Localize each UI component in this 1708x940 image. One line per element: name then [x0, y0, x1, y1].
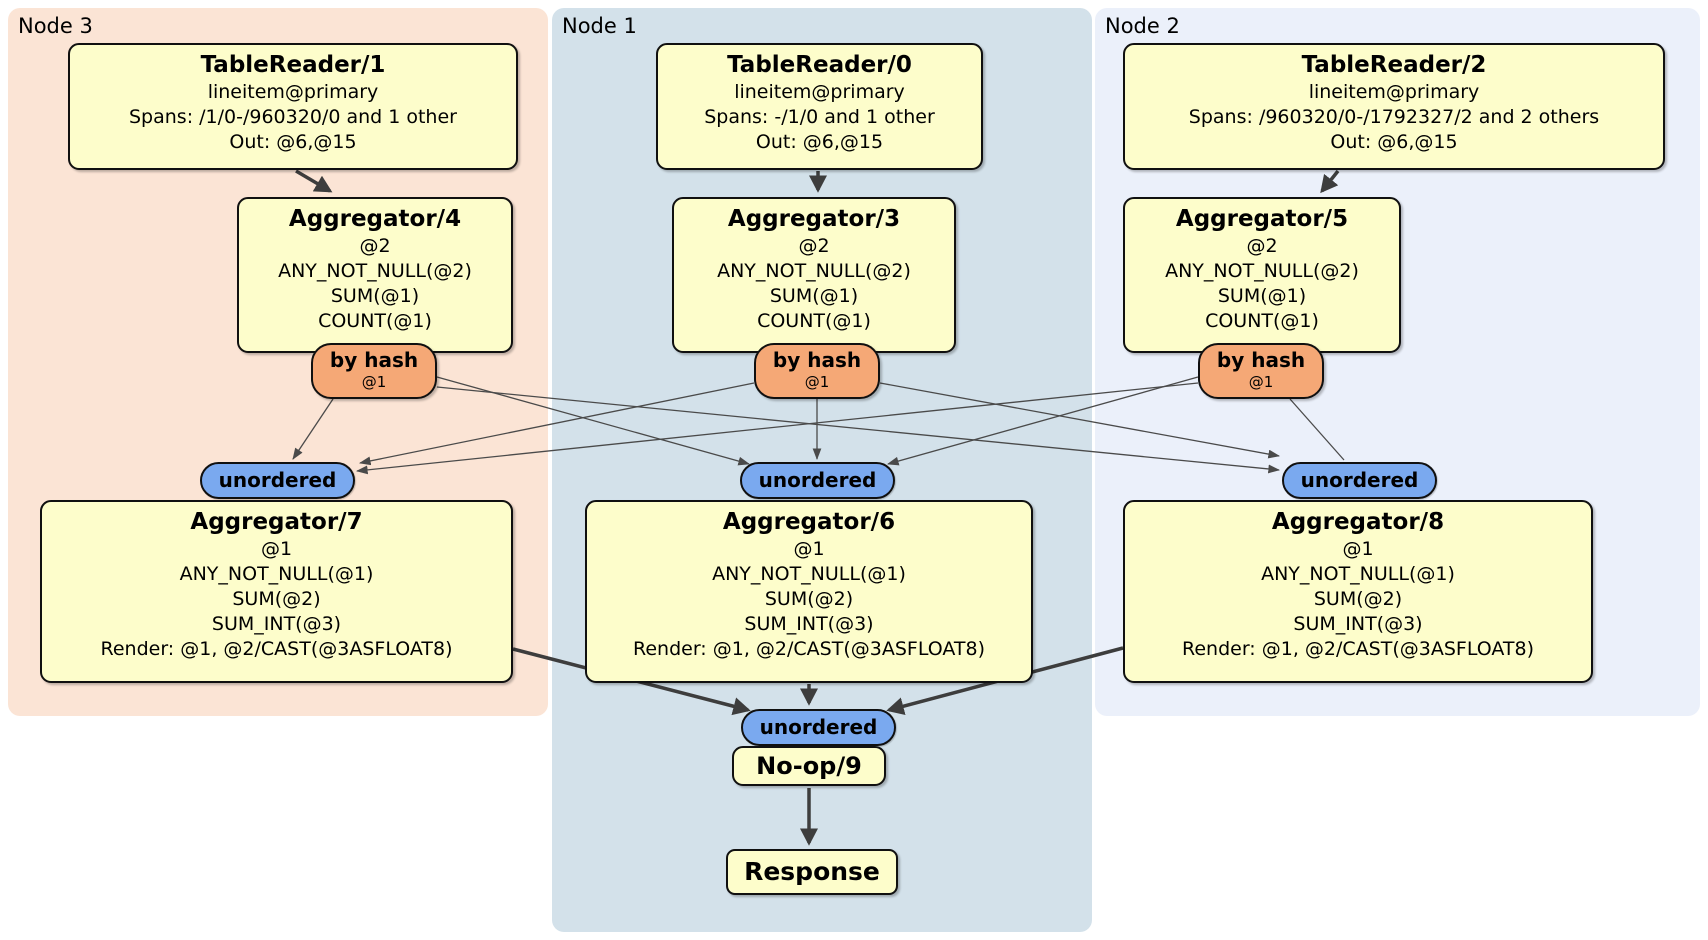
- processor-line: SUM(@2): [1313, 588, 1403, 610]
- processor-noop-9: No-op/9: [732, 746, 886, 786]
- sync-unordered-agg8: unordered: [1282, 462, 1437, 499]
- sync-unordered-agg7: unordered: [200, 462, 355, 499]
- processor-line: ANY_NOT_NULL(@2): [1165, 260, 1359, 282]
- sync-unordered-agg6: unordered: [740, 462, 895, 499]
- processor-line: SUM(@2): [764, 588, 854, 610]
- processor-title: TableReader/1: [200, 52, 386, 78]
- processor-line: SUM(@1): [769, 285, 859, 307]
- processor-line: @1: [1342, 538, 1374, 560]
- processor-line: lineitem@primary: [1308, 81, 1480, 103]
- processor-line: Out: @6,@15: [229, 131, 357, 153]
- processor-line: ANY_NOT_NULL(@1): [712, 563, 906, 585]
- processor-line: @1: [260, 538, 293, 560]
- processor-title: TableReader/0: [727, 52, 912, 78]
- processor-line: Render: @1, @2/CAST(@3ASFLOAT8): [633, 638, 985, 660]
- processor-line: SUM_INT(@3): [1293, 613, 1423, 635]
- processor-title: Aggregator/7: [190, 509, 363, 535]
- processor-line: COUNT(@1): [757, 310, 871, 332]
- processor-aggregator-3: Aggregator/3 @2 ANY_NOT_NULL(@2) SUM(@1)…: [672, 197, 956, 353]
- processor-aggregator-6: Aggregator/6 @1 ANY_NOT_NULL(@1) SUM(@2)…: [585, 500, 1033, 683]
- processor-line: ANY_NOT_NULL(@1): [1261, 563, 1455, 585]
- processor-tablereader-1: TableReader/1 lineitem@primary Spans: /1…: [68, 43, 518, 170]
- processor-line: Spans: /960320/0-/1792327/2 and 2 others: [1188, 106, 1600, 128]
- processor-line: Out: @6,@15: [755, 131, 884, 153]
- router-label: by hash: [329, 348, 419, 372]
- processor-line: SUM_INT(@3): [744, 613, 874, 635]
- processor-line: Render: @1, @2/CAST(@3ASFLOAT8): [1182, 638, 1534, 660]
- processor-line: Out: @6,@15: [1330, 131, 1458, 153]
- processor-title: Aggregator/4: [288, 206, 462, 232]
- processor-aggregator-7: Aggregator/7 @1 ANY_NOT_NULL(@1) SUM(@2)…: [40, 500, 513, 683]
- processor-aggregator-8: Aggregator/8 @1 ANY_NOT_NULL(@1) SUM(@2)…: [1123, 500, 1593, 683]
- processor-line: SUM(@1): [1217, 285, 1307, 307]
- processor-line: SUM(@1): [330, 285, 420, 307]
- processor-line: SUM_INT(@3): [211, 613, 342, 635]
- processor-line: Spans: -/1/0 and 1 other: [704, 106, 935, 128]
- processor-line: Render: @1, @2/CAST(@3ASFLOAT8): [100, 638, 453, 660]
- processor-line: lineitem@primary: [734, 81, 905, 103]
- router-by-hash-4: by hash @1: [311, 343, 437, 399]
- region-label: Node 3: [18, 14, 93, 38]
- processor-line: lineitem@primary: [207, 81, 379, 103]
- processor-line: COUNT(@1): [1205, 310, 1319, 332]
- router-sub-label: @1: [1248, 373, 1274, 391]
- processor-title: Aggregator/5: [1175, 206, 1349, 232]
- sync-unordered-final: unordered: [741, 709, 896, 746]
- processor-aggregator-4: Aggregator/4 @2 ANY_NOT_NULL(@2) SUM(@1)…: [237, 197, 513, 353]
- processor-line: @2: [798, 235, 830, 257]
- processor-tablereader-0: TableReader/0 lineitem@primary Spans: -/…: [656, 43, 983, 170]
- processor-line: ANY_NOT_NULL(@2): [278, 260, 472, 282]
- processor-response: Response: [726, 849, 898, 895]
- processor-aggregator-5: Aggregator/5 @2 ANY_NOT_NULL(@2) SUM(@1)…: [1123, 197, 1401, 353]
- processor-line: ANY_NOT_NULL(@1): [179, 563, 374, 585]
- processor-title: Aggregator/3: [727, 206, 901, 232]
- region-label: Node 2: [1105, 14, 1180, 38]
- processor-line: @1: [793, 538, 825, 560]
- processor-title: TableReader/2: [1301, 52, 1487, 78]
- processor-title: Aggregator/8: [1271, 509, 1445, 535]
- processor-line: COUNT(@1): [318, 310, 432, 332]
- router-label: by hash: [1216, 348, 1306, 372]
- processor-tablereader-2: TableReader/2 lineitem@primary Spans: /9…: [1123, 43, 1665, 170]
- processor-line: ANY_NOT_NULL(@2): [717, 260, 911, 282]
- processor-title: Response: [744, 857, 880, 886]
- processor-line: Spans: /1/0-/960320/0 and 1 other: [129, 106, 457, 128]
- processor-title: No-op/9: [756, 752, 862, 780]
- region-label: Node 1: [562, 14, 637, 38]
- processor-title: Aggregator/6: [722, 509, 896, 535]
- processor-line: @2: [359, 235, 391, 257]
- router-sub-label: @1: [361, 373, 387, 391]
- router-by-hash-5: by hash @1: [1198, 343, 1324, 399]
- processor-line: @2: [1246, 235, 1278, 257]
- router-label: by hash: [772, 348, 862, 372]
- router-sub-label: @1: [804, 373, 830, 391]
- processor-line: SUM(@2): [232, 588, 321, 610]
- router-by-hash-3: by hash @1: [754, 343, 880, 399]
